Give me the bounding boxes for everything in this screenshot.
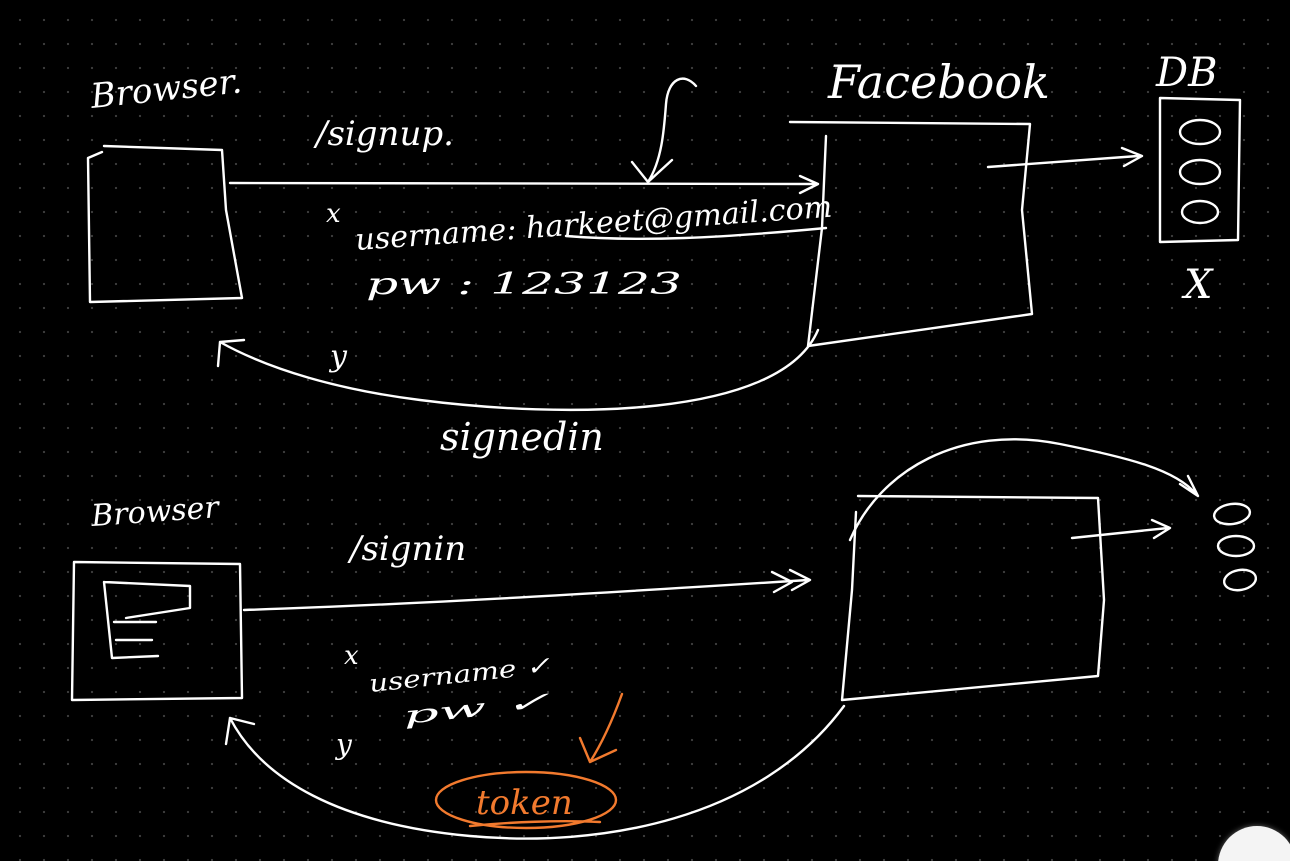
server-loop-arrow <box>848 438 1200 542</box>
signup-request-var: x <box>326 199 341 229</box>
signup-server-label: Facebook <box>827 55 1050 109</box>
signin-endpoint-label: /signin <box>347 529 466 569</box>
signin-response-arrow <box>224 704 846 840</box>
signup-browser-label: Browser. <box>88 61 244 117</box>
username-underline <box>564 226 828 241</box>
db-label: DB <box>1155 50 1217 96</box>
signin-server-to-db-arrow <box>1070 518 1172 540</box>
signup-response-var: y <box>328 339 348 374</box>
db-record-icon-1 <box>1178 118 1222 146</box>
signup-server-box <box>788 120 1034 348</box>
signup-response-label: signedin <box>440 415 604 459</box>
annotation-squiggle-arrow <box>630 77 698 184</box>
signup-username-line: username: harkeet@gmail.com <box>354 190 833 258</box>
browser-form-icon <box>102 580 192 660</box>
token-underline <box>468 820 602 828</box>
signup-request-arrow <box>228 174 820 195</box>
db-box <box>1158 96 1242 244</box>
signin-db-record-icon-3 <box>1222 568 1258 592</box>
signin-request-arrow <box>242 568 812 612</box>
db-record-icon-2 <box>1178 158 1222 186</box>
token-label: token <box>476 783 573 823</box>
signin-request-var: x <box>344 641 359 671</box>
signin-browser-label: Browser <box>89 490 221 534</box>
signup-response-arrow <box>216 328 820 412</box>
token-pointer-arrow <box>578 692 624 764</box>
db-record-icon-3 <box>1180 199 1220 225</box>
signup-browser-box <box>86 144 244 304</box>
signup-password-line: pw : 123123 <box>366 267 682 302</box>
signup-endpoint-label: /signup. <box>313 114 454 154</box>
signin-server-box <box>840 494 1106 702</box>
signin-password-line: pw ✓ <box>402 687 552 730</box>
signin-browser-box <box>70 560 244 702</box>
token-highlight-circle <box>434 770 618 830</box>
signin-db-record-icon-2 <box>1216 534 1256 558</box>
signin-response-var: y <box>334 728 353 761</box>
db-cross-mark: X <box>1181 262 1214 308</box>
signin-db-record-icon-1 <box>1212 502 1252 526</box>
server-to-db-arrow <box>986 146 1144 169</box>
